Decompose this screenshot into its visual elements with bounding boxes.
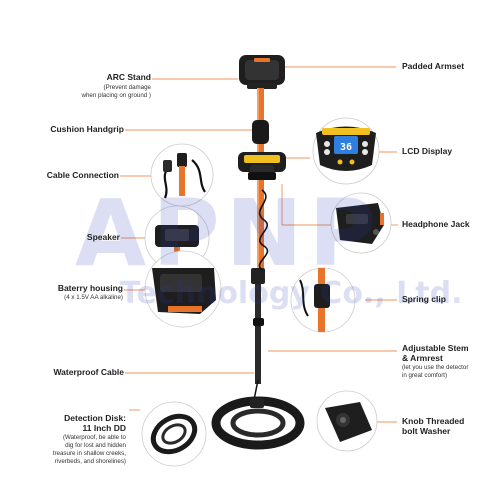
label-knob-bolt-2: bolt Washer bbox=[402, 426, 451, 436]
label-padded-armset: Padded Armset bbox=[402, 61, 465, 71]
note-detection-disk-3: treasure in shallow creeks, bbox=[52, 450, 126, 457]
control-box bbox=[238, 152, 286, 180]
label-detection-disk-2: 11 Inch DD bbox=[82, 423, 126, 433]
armrest-image bbox=[239, 55, 285, 89]
note-detection-disk-4: riverbeds, and shorelines) bbox=[54, 458, 126, 465]
note-adjustable-stem-2: in great comfort) bbox=[402, 372, 448, 379]
note-arc-stand-1: (Prevent damage bbox=[103, 84, 151, 91]
watermark-line2: Technology Co., Ltd. bbox=[120, 276, 463, 311]
label-battery-housing: Baterry housing bbox=[57, 283, 123, 293]
svg-text:36: 36 bbox=[340, 142, 352, 153]
knob-bolt-image bbox=[316, 390, 378, 452]
label-waterproof-cable: Waterproof Cable bbox=[53, 367, 124, 377]
label-speaker: Speaker bbox=[86, 232, 120, 242]
label-spring-clip: Spring clip bbox=[402, 294, 446, 304]
note-arc-stand-2: when placing on ground ) bbox=[81, 92, 152, 99]
watermark-line1: APNP bbox=[75, 180, 383, 287]
note-battery-housing: (4 x 1.5V AA alkaline) bbox=[64, 294, 123, 301]
note-detection-disk-2: dig for lost and hidden bbox=[65, 442, 126, 449]
headphone-jack-image bbox=[330, 192, 392, 254]
battery-housing-image bbox=[144, 250, 222, 328]
label-headphone-jack: Headphone Jack bbox=[402, 219, 470, 229]
note-adjustable-stem-1: (let you use the detector bbox=[402, 364, 469, 371]
lcd-display-image: 36 bbox=[312, 117, 380, 185]
label-adjustable-stem-2: & Armrest bbox=[402, 353, 443, 363]
label-detection-disk-1: Detection Disk: bbox=[64, 413, 126, 423]
note-detection-disk-1: (Waterproof, be able to bbox=[62, 434, 126, 441]
label-arc-stand: ARC Stand bbox=[106, 72, 151, 82]
cable-connection-image bbox=[150, 143, 214, 207]
spring-clip-image bbox=[290, 267, 356, 333]
label-lcd-display: LCD Display bbox=[402, 146, 453, 156]
search-coil bbox=[211, 396, 305, 450]
leader-lines bbox=[120, 66, 398, 423]
label-knob-bolt-1: Knob Threaded bbox=[402, 416, 465, 426]
detection-coil-image bbox=[141, 401, 207, 467]
label-cushion-handgrip: Cushion Handgrip bbox=[50, 124, 124, 134]
label-cable-connection: Cable Connection bbox=[46, 170, 119, 180]
label-adjustable-stem-1: Adjustable Stem bbox=[402, 343, 469, 353]
